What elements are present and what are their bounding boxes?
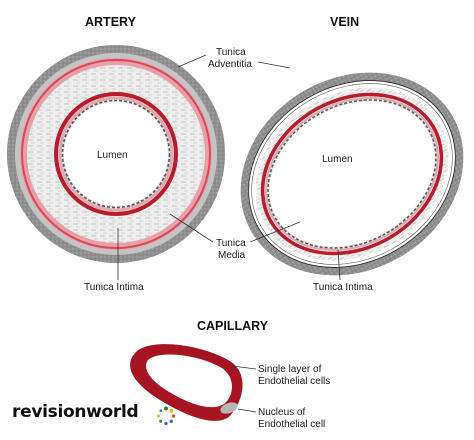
artery-tunica-intima	[58, 96, 174, 212]
single-layer-label-line2: Endothelial cells	[258, 376, 330, 387]
vein-heading: VEIN	[330, 15, 359, 29]
vein-lumen	[269, 101, 435, 247]
tunica-adventitia-label-line1: Tunica	[216, 47, 246, 58]
artery-lumen-label: Lumen	[97, 150, 128, 161]
media-leader-left	[169, 213, 214, 243]
nucleus-leader	[237, 408, 257, 413]
logo-dots-icon	[157, 406, 176, 426]
capillary-nucleus	[220, 402, 238, 414]
artery-cross-section	[7, 45, 225, 263]
vein-tunica-intima	[265, 97, 439, 251]
capillary-endothelial-wall	[130, 344, 243, 421]
artery-internal-elastic-layer	[54, 92, 178, 216]
tunica-adventitia-label-line2: Adventitia	[208, 59, 252, 70]
adventitia-leader-left	[177, 54, 207, 68]
logo-text: revisionworld	[12, 402, 139, 422]
vein-internal-elastic-layer	[260, 92, 444, 256]
tunica-media-label-line1: Tunica	[216, 238, 246, 249]
vein-intima-leader	[337, 249, 341, 281]
vein-tunica-intima-label: Tunica Intima	[313, 282, 373, 293]
artery-heading: ARTERY	[85, 15, 137, 29]
artery-tunica-intima-label: Tunica Intima	[84, 282, 144, 293]
media-leader-right	[249, 221, 301, 243]
vein-lumen-label: Lumen	[322, 154, 353, 165]
tunica-media-label-line2: Media	[218, 250, 246, 261]
revisionworld-logo: revisionworld	[12, 402, 176, 426]
artery-lumen	[64, 102, 168, 206]
single-layer-label-line1: Single layer of	[258, 364, 322, 375]
adventitia-leader-right	[257, 61, 291, 69]
vein-endothelium	[267, 99, 437, 249]
nucleus-label-line2: Endothelial cell	[258, 419, 325, 430]
vein-cross-section	[240, 72, 464, 276]
single-layer-leader	[231, 365, 257, 370]
capillary-cross-section	[130, 344, 243, 421]
nucleus-label-line1: Nucleus of	[258, 407, 305, 418]
capillary-heading: CAPILLARY	[197, 319, 269, 333]
artery-endothelium	[61, 99, 171, 209]
